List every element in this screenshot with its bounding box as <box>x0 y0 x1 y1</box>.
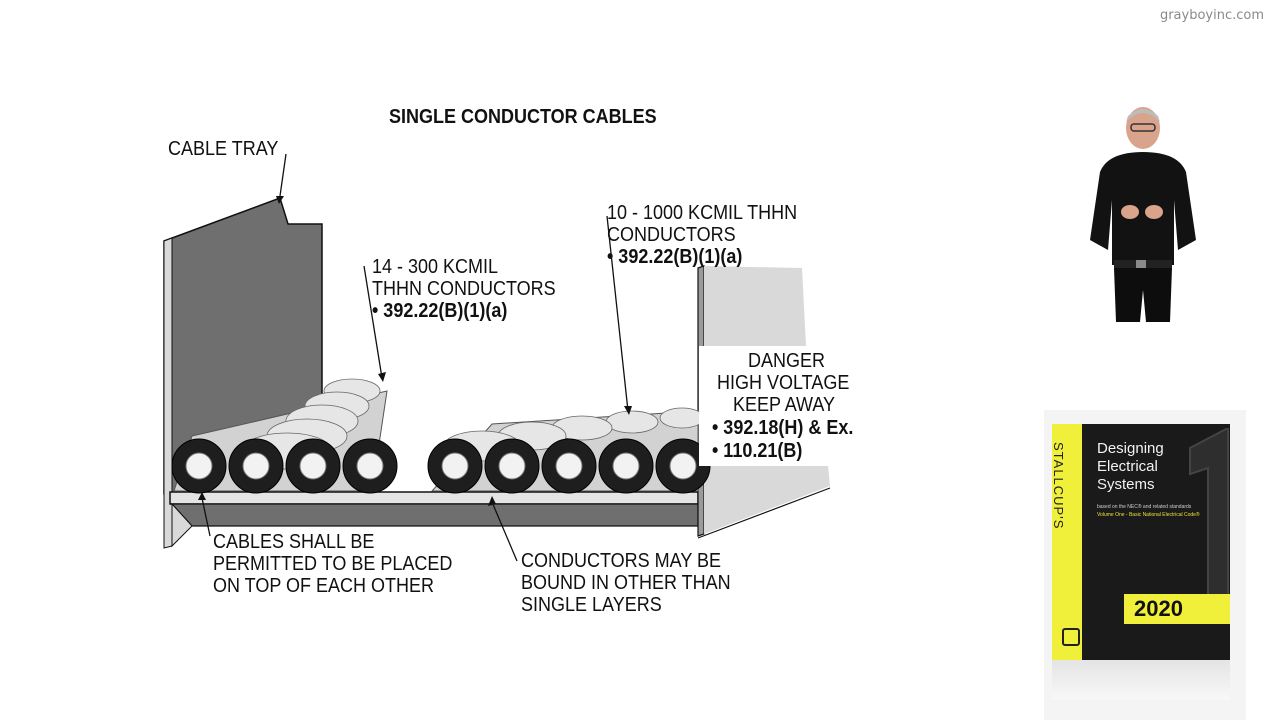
arrow-heads <box>198 196 632 506</box>
binding-note-line2: BOUND IN OTHER THAN <box>521 572 731 594</box>
book-subtitle: based on the NEC® and related standards <box>1097 504 1192 510</box>
book-reflection <box>1052 660 1230 700</box>
tray-left-foot <box>171 502 193 548</box>
site-url[interactable]: grayboyinc.com <box>1159 8 1264 23</box>
danger-line3: KEEP AWAY <box>733 394 836 416</box>
book-spine-text: STALLCUP'S <box>1051 442 1066 530</box>
large-conductors-line2: CONDUCTORS <box>607 224 736 246</box>
publisher-logo-icon <box>1062 628 1080 646</box>
stacking-note-line1: CABLES SHALL BE <box>213 531 375 553</box>
tray-illustration <box>163 153 859 562</box>
binding-note-line3: SINGLE LAYERS <box>521 594 662 616</box>
book-title-line3: Systems <box>1097 476 1155 493</box>
tray-bottom-plate <box>170 503 699 527</box>
large-conductors-line1: 10 - 1000 KCMIL THHN <box>607 202 798 224</box>
book-volume: Volume One - Basic National Electrical C… <box>1097 512 1200 518</box>
diagram-title: SINGLE CONDUCTOR CABLES <box>389 106 657 128</box>
book-number-one-graphic <box>1189 428 1229 608</box>
binding-note-line1: CONDUCTORS MAY BE <box>521 550 722 572</box>
presenter-figure <box>1090 107 1196 322</box>
presenter-video <box>1078 100 1208 325</box>
danger-ref2: • 110.21(B) <box>712 440 803 462</box>
book-year: 2020 <box>1134 596 1183 621</box>
book-advertisement[interactable]: STALLCUP'S Designing Electrical Systems … <box>1044 410 1246 720</box>
book-spine <box>1052 424 1082 660</box>
small-conductors-line2: THHN CONDUCTORS <box>372 278 556 300</box>
stacking-note-line3: ON TOP OF EACH OTHER <box>213 575 435 597</box>
danger-line2: HIGH VOLTAGE <box>717 372 850 394</box>
small-conductors-line1: 14 - 300 KCMIL <box>372 256 499 278</box>
danger-line1: DANGER <box>748 350 826 372</box>
book-title: Designing Electrical Systems <box>1097 440 1217 494</box>
small-conductors-ref: • 392.22(B)(1)(a) <box>372 300 508 322</box>
stacking-note-line2: PERMITTED TO BE PLACED <box>213 553 453 575</box>
book-title-line1: Designing <box>1097 440 1164 457</box>
leader-lines <box>201 153 629 562</box>
tray-bottom-rail <box>169 491 699 505</box>
cable-tray-diagram: SINGLE CONDUCTOR CABLES CABLE TRAY 14 - … <box>162 106 890 616</box>
book-year-banner <box>1124 594 1230 624</box>
large-conductors-ref: • 392.22(B)(1)(a) <box>607 246 743 268</box>
conductor-cores <box>185 452 697 480</box>
book-cover[interactable]: STALLCUP'S Designing Electrical Systems … <box>1051 424 1230 660</box>
book-title-line2: Electrical <box>1097 458 1158 475</box>
danger-ref1: • 392.18(H) & Ex. <box>712 417 854 439</box>
cable-tray-label: CABLE TRAY <box>168 138 279 160</box>
